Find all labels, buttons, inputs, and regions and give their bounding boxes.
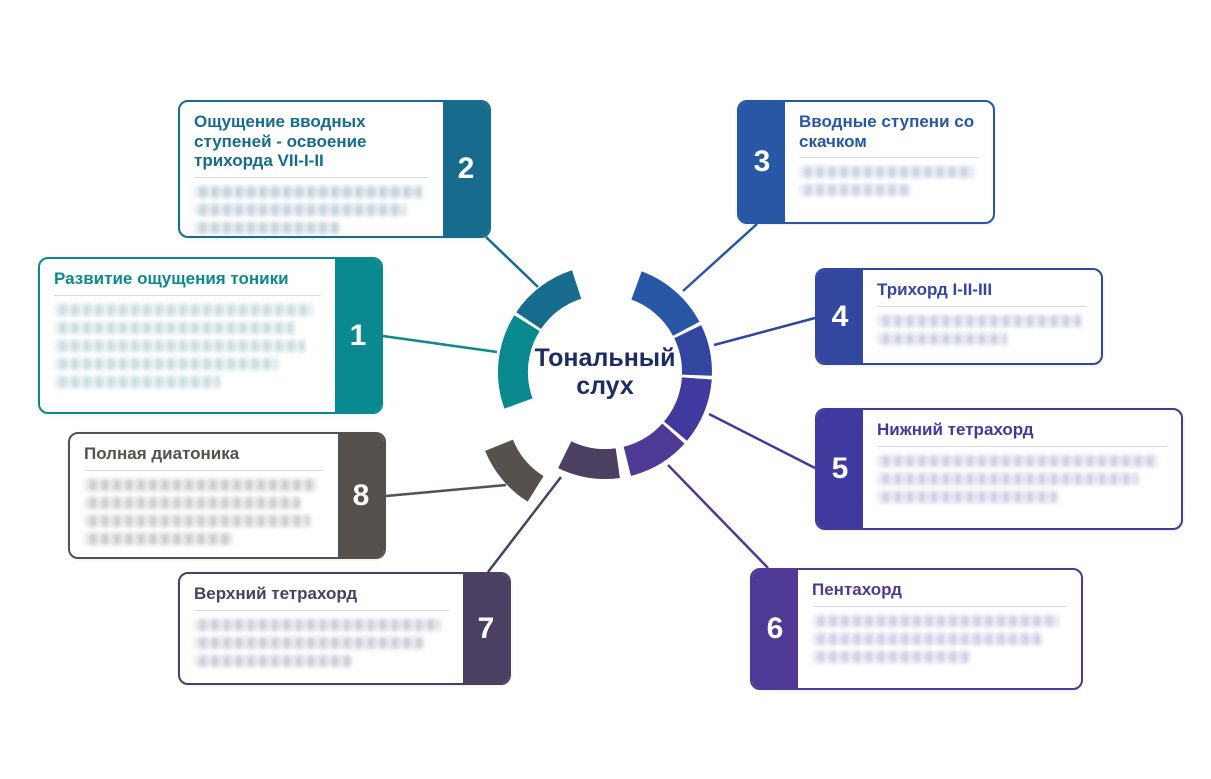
node-card-6: 6 Пентахорд [750, 568, 1083, 690]
ring-segment-8 [485, 439, 544, 502]
redacted-line [54, 357, 279, 370]
redacted-line [194, 185, 422, 198]
card-divider [54, 294, 321, 296]
connector-line-3 [682, 223, 758, 292]
connector-line-6 [667, 464, 769, 569]
card-number-badge: 2 [443, 102, 489, 236]
card-divider [194, 176, 429, 178]
card-divider [84, 469, 324, 471]
redacted-text-block [84, 478, 324, 545]
node-card-4: 4 Трихорд I-II-III [815, 268, 1103, 365]
redacted-line [812, 632, 1042, 645]
connector-line-2 [485, 236, 539, 288]
card-number-badge: 5 [817, 410, 863, 528]
card-body: Ощущение вводных ступеней - освоение три… [180, 102, 443, 236]
node-card-8: Полная диатоника 8 [68, 432, 386, 559]
card-divider [877, 445, 1167, 447]
card-title: Полная диатоника [84, 444, 240, 463]
redacted-line [877, 472, 1138, 485]
redacted-text-block [194, 618, 449, 667]
node-card-7: Верхний тетрахорд 7 [178, 572, 511, 685]
redacted-line [877, 490, 1057, 503]
redacted-line [84, 514, 310, 527]
card-divider [799, 157, 979, 159]
redacted-line [54, 303, 313, 316]
connector-line-8 [385, 483, 507, 498]
card-title: Ощущение вводных ступеней - освоение три… [194, 112, 367, 171]
redacted-line [194, 618, 442, 631]
redacted-line [194, 654, 353, 667]
redacted-line [54, 375, 220, 388]
connector-line-4 [713, 316, 816, 347]
redacted-line [194, 636, 424, 649]
card-title: Развитие ощущения тоники [54, 269, 289, 288]
redacted-line [54, 321, 295, 334]
redacted-line [799, 184, 911, 197]
redacted-line [194, 221, 340, 234]
node-card-3: 3 Вводные ступени со скачком [737, 100, 995, 224]
redacted-line [194, 203, 406, 216]
redacted-text-block [54, 303, 321, 388]
node-card-1: Развитие ощущения тоники 1 [38, 257, 383, 414]
center-circle: Тональный слух [528, 295, 682, 449]
node-card-2: Ощущение вводных ступеней - освоение три… [178, 100, 491, 238]
redacted-line [84, 496, 300, 509]
card-divider [877, 305, 1087, 307]
connector-line-5 [708, 412, 816, 470]
ring-segment-4 [673, 325, 712, 376]
card-body: Развитие ощущения тоники [40, 259, 335, 412]
redacted-line [877, 314, 1081, 327]
card-body: Трихорд I-II-III [863, 270, 1101, 363]
connector-line-7 [487, 476, 562, 573]
card-divider [812, 605, 1067, 607]
card-number-badge: 7 [463, 574, 509, 683]
redacted-line [877, 454, 1159, 467]
redacted-line [799, 166, 974, 179]
ring-segment-1 [497, 315, 540, 409]
redacted-line [84, 478, 317, 491]
card-body: Вводные ступени со скачком [785, 102, 993, 222]
redacted-text-block [799, 166, 979, 197]
redacted-line [84, 532, 233, 545]
connector-line-1 [382, 334, 498, 354]
card-divider [194, 609, 449, 611]
card-body: Пентахорд [798, 570, 1081, 688]
ring-segment-7 [558, 440, 620, 479]
card-body: Полная диатоника [70, 434, 338, 557]
redacted-line [812, 614, 1060, 627]
card-number-badge: 4 [817, 270, 863, 363]
redacted-line [54, 339, 305, 352]
redacted-text-block [877, 314, 1087, 345]
redacted-line [877, 332, 1008, 345]
redacted-text-block [877, 454, 1167, 503]
center-title-line1: Тональный [534, 344, 676, 372]
card-number-badge: 6 [752, 570, 798, 688]
card-body: Верхний тетрахорд [180, 574, 463, 683]
card-body: Нижний тетрахорд [863, 410, 1181, 528]
card-title: Трихорд I-II-III [877, 280, 993, 299]
card-title: Нижний тетрахорд [877, 420, 1034, 439]
center-title-line2: слух [576, 372, 634, 400]
card-number-badge: 8 [338, 434, 384, 557]
redacted-line [812, 650, 971, 663]
card-title: Вводные ступени со скачком [799, 112, 975, 151]
card-number-badge: 1 [335, 259, 381, 412]
card-number-badge: 3 [739, 102, 785, 222]
node-card-5: 5 Нижний тетрахорд [815, 408, 1183, 530]
card-title: Пентахорд [812, 580, 902, 599]
redacted-text-block [194, 185, 429, 234]
redacted-text-block [812, 614, 1067, 663]
card-title: Верхний тетрахорд [194, 584, 358, 603]
